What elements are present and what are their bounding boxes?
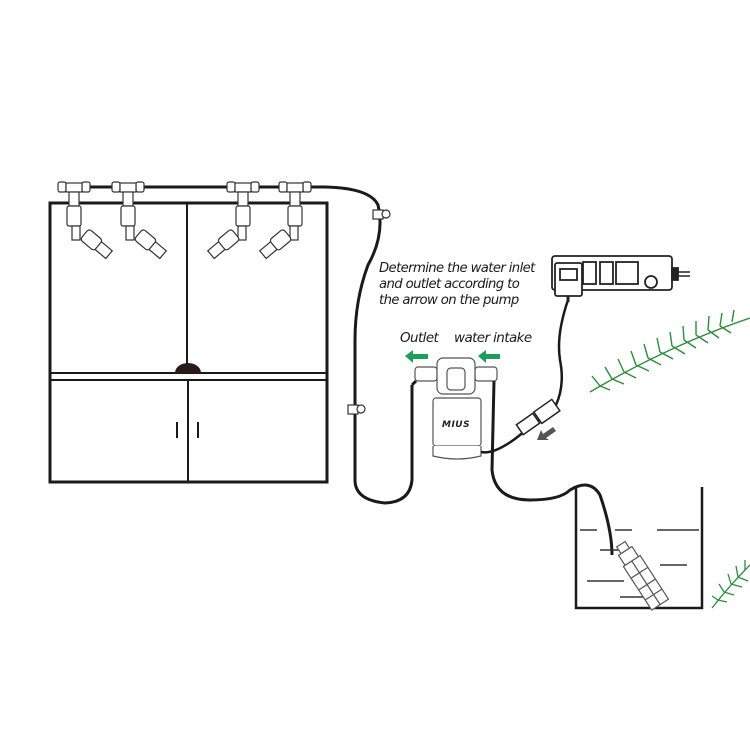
instruction-note: Determine the water inlet and outlet acc… (379, 261, 535, 309)
cabinet (48, 201, 329, 484)
nozzle-1 (57, 181, 114, 260)
outlet-arrow-icon (405, 350, 428, 363)
water-container (574, 487, 704, 610)
misting-nozzles (57, 181, 312, 260)
instruction-line-1: Determine the water inlet (379, 261, 535, 276)
outlet-label: Outlet (400, 330, 439, 346)
pump-intake-tube (490, 380, 614, 556)
pump-power-cable (480, 299, 570, 454)
door-stopper (175, 363, 201, 373)
pump-brand-label: MIUS (442, 420, 471, 430)
top-tube (60, 185, 414, 505)
pump-outlet-tube (410, 379, 418, 387)
tube-clip-upper (372, 209, 391, 220)
pump (414, 357, 498, 460)
inline-connector (515, 398, 561, 436)
pine-branch-right (589, 309, 750, 393)
pine-branch-bottom (711, 560, 750, 609)
intake-label: water intake (454, 330, 532, 346)
nozzle-4 (258, 181, 312, 260)
instruction-line-3: the arrow on the pump (379, 293, 519, 308)
intake-filter (615, 540, 670, 611)
tube-clip-lower (347, 404, 366, 415)
instruction-line-2: and outlet according to (379, 277, 520, 292)
nozzle-2 (111, 181, 168, 260)
power-adapter (554, 262, 583, 297)
intake-arrow-icon (478, 350, 500, 363)
nozzle-3 (206, 181, 260, 260)
connector-arrow-icon (537, 427, 556, 440)
